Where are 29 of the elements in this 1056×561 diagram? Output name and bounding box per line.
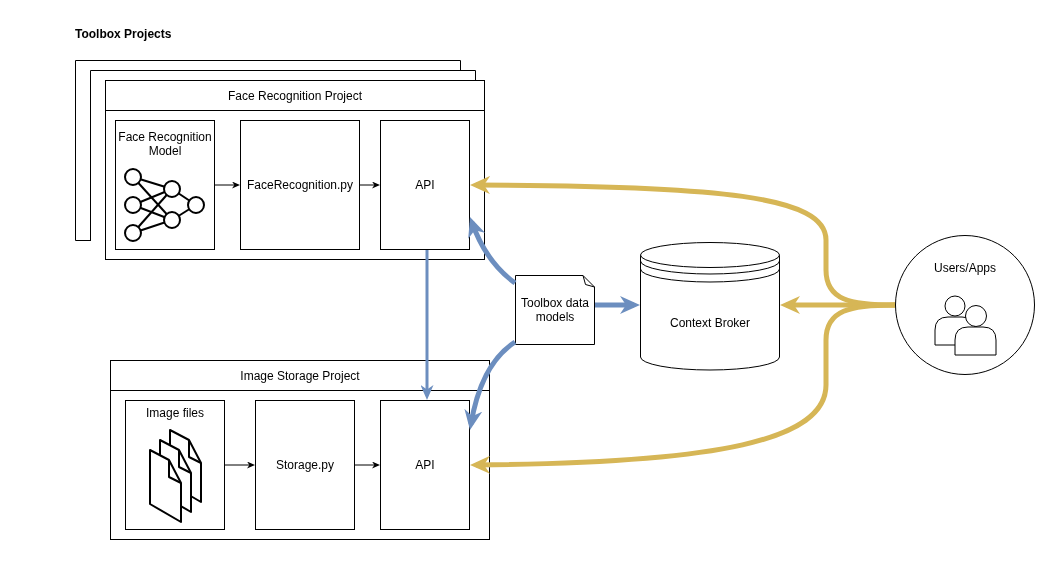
arrow xyxy=(420,250,434,400)
project-container xyxy=(110,360,490,540)
arrow xyxy=(470,302,896,474)
component-box xyxy=(115,120,215,250)
component-label: Image files xyxy=(146,406,204,420)
component-box xyxy=(380,120,470,250)
component-label: API xyxy=(415,178,435,192)
project-title: Image Storage Project xyxy=(240,368,360,383)
arrow xyxy=(354,461,380,469)
project-container xyxy=(105,80,485,260)
arrow xyxy=(214,181,240,189)
component-label: API xyxy=(415,458,435,472)
note-label: Toolbox data models xyxy=(519,296,591,324)
project-title: Face Recognition Project xyxy=(227,88,363,103)
component-label: Face Recognition Model xyxy=(117,130,213,158)
arrow xyxy=(468,217,517,285)
arrow xyxy=(595,296,640,314)
component-box xyxy=(240,120,360,250)
database-label: Context Broker xyxy=(669,316,750,330)
component-label: Storage.py xyxy=(275,458,334,472)
component-box xyxy=(255,400,355,530)
component-box xyxy=(125,400,225,530)
arrow xyxy=(359,181,380,189)
arrow xyxy=(224,461,255,469)
arrow xyxy=(464,339,517,430)
actor-label: Users/Apps xyxy=(934,261,996,275)
component-label: FaceRecognition.py xyxy=(246,178,354,192)
diagram-title: Toolbox Projects xyxy=(75,27,172,41)
component-box xyxy=(380,400,470,530)
